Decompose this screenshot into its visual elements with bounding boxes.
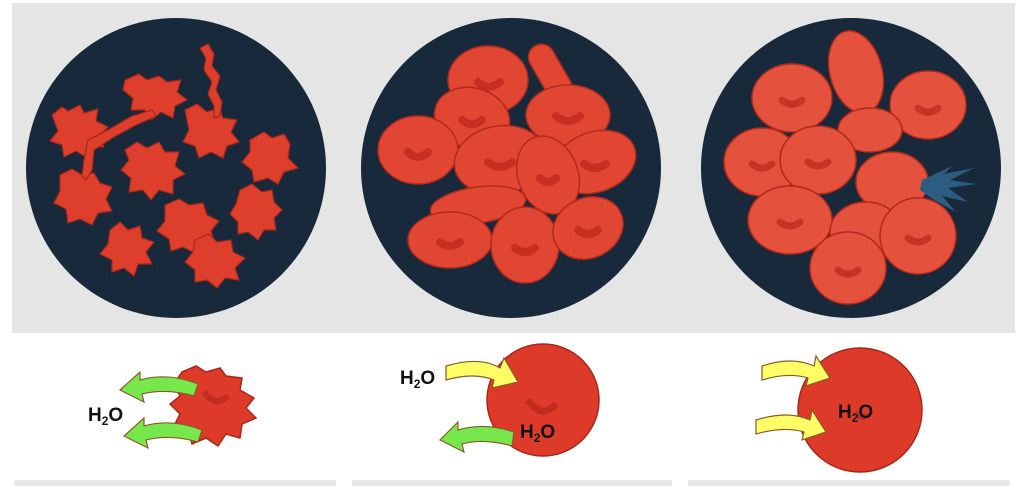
normal-cell — [490, 206, 560, 284]
swollen-cell — [747, 185, 833, 255]
swollen-cell — [779, 125, 857, 195]
water-in-arrow — [445, 356, 519, 389]
water-label-in: H2O — [400, 368, 435, 391]
dish-hypertonic — [26, 18, 326, 318]
normal-cell — [552, 196, 624, 260]
dish-hypotonic — [701, 18, 1001, 318]
divider-line — [14, 480, 336, 486]
crenated-cell — [99, 221, 156, 278]
water-label-out: H2O — [520, 422, 555, 445]
water-in-arrow-upper — [761, 354, 831, 387]
divider-line — [688, 480, 1010, 486]
swollen-cell — [809, 231, 887, 305]
crenated-cell — [120, 141, 187, 201]
swollen-cell — [889, 70, 967, 140]
normal-cells — [377, 43, 637, 284]
crenated-cell — [182, 103, 241, 159]
normal-cell — [407, 211, 493, 269]
crenated-cell — [184, 233, 247, 289]
cell-centers — [404, 78, 610, 256]
cell-hypertonic-diagram: H2O — [88, 365, 258, 450]
water-out-arrow-upper — [118, 370, 199, 404]
divider-line — [352, 480, 672, 486]
cell-hypotonic-diagram: H2O — [755, 347, 923, 473]
crenated-cell — [122, 73, 189, 121]
normal-cell — [486, 343, 600, 457]
crenated-strand — [199, 43, 223, 119]
swollen-cell — [751, 63, 833, 133]
crenated-cell — [229, 183, 283, 241]
water-out-arrow-lower — [122, 416, 203, 450]
water-out-arrow — [438, 420, 515, 454]
water-in-arrow-lower — [755, 408, 827, 441]
crenated-cell — [241, 131, 300, 185]
water-label: H2O — [838, 402, 873, 425]
water-label: H2O — [88, 405, 123, 428]
cell-isotonic-diagram: H2O H2O — [400, 343, 600, 457]
swollen-cell — [879, 197, 957, 275]
swollen-cell — [837, 107, 903, 153]
normal-cell — [377, 115, 459, 185]
crenated-strand — [81, 109, 157, 181]
cell-centers — [748, 96, 942, 278]
dish-isotonic — [361, 18, 661, 318]
swollen-cells — [723, 30, 967, 305]
lysis-burst — [920, 166, 976, 212]
swollen-cell — [797, 347, 923, 473]
crenated-cells — [48, 43, 300, 289]
